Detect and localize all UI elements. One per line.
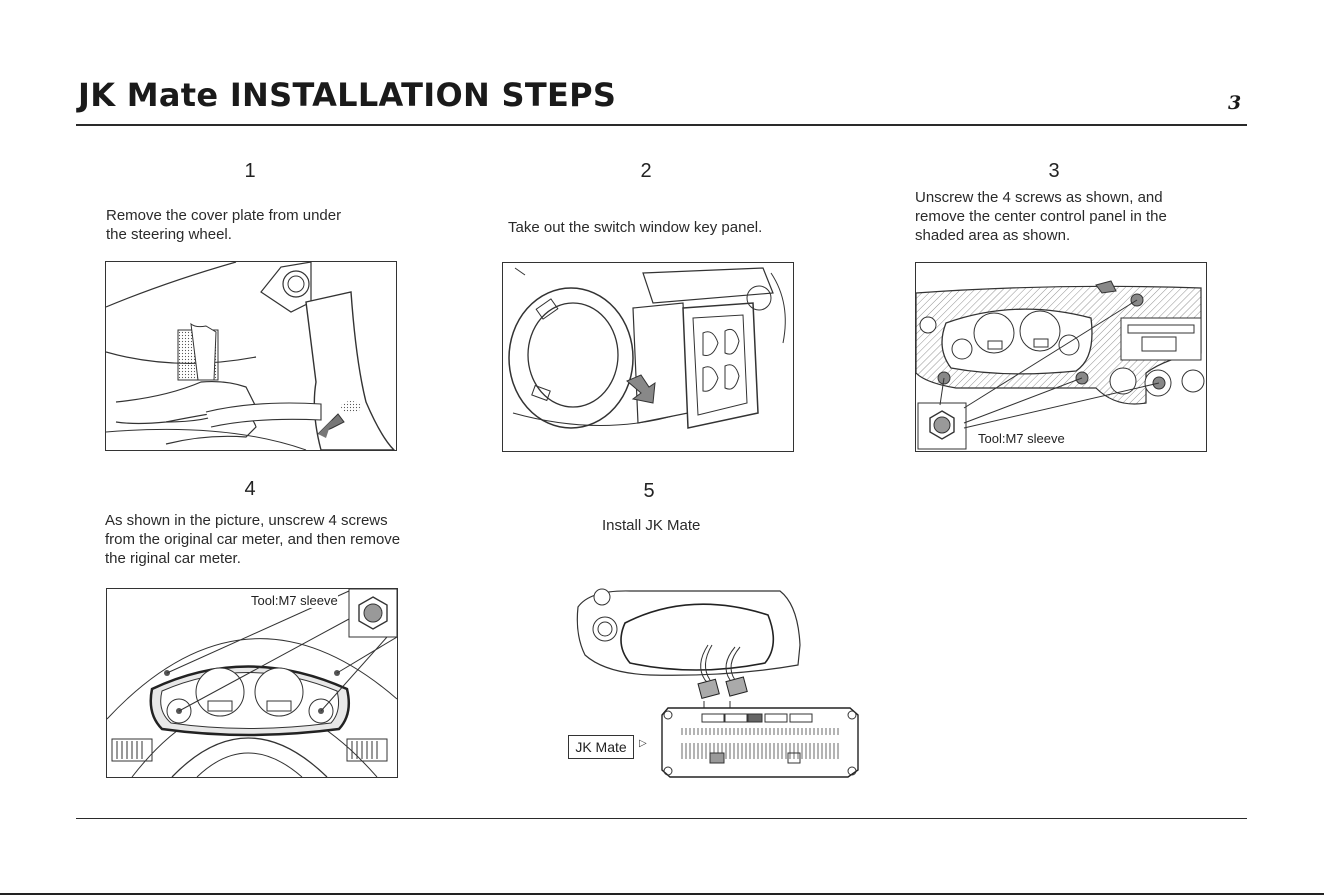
step-5-number: 5 [643, 480, 655, 502]
jk-mate-arrow-icon: ▷ [639, 738, 647, 749]
step-3-number: 3 [1048, 160, 1060, 182]
header-rule [76, 124, 1247, 126]
step-3-tool-label: Tool:M7 sleeve [978, 431, 1065, 446]
step-1-number: 1 [244, 160, 256, 182]
step-4-figure: Tool:M7 sleeve [106, 588, 398, 778]
jk-mate-device-label: JK Mate [568, 735, 634, 759]
step-3-line-2: remove the center control panel in the [915, 208, 1167, 225]
step-1-figure [105, 261, 397, 451]
step-5-line-1: Install JK Mate [602, 517, 701, 534]
page-bottom-edge [0, 893, 1324, 895]
step-1-line-2: the steering wheel. [106, 226, 232, 243]
step-4-number: 4 [244, 478, 256, 500]
step-3-figure: Tool:M7 sleeve [915, 262, 1207, 452]
step-5-figure [570, 585, 860, 785]
step-4-instructions: As shown in the picture, unscrew 4 screw… [105, 511, 400, 568]
step-1-line-1: Remove the cover plate from under [106, 207, 342, 224]
footer-rule [76, 818, 1247, 819]
step-1-instructions: Remove the cover plate from under the st… [106, 206, 341, 244]
step-2-figure [502, 262, 794, 452]
step-2-instructions: Take out the switch window key panel. [508, 218, 762, 237]
step-3-line-3: shaded area as shown. [915, 227, 1071, 244]
step-2-line-1: Take out the switch window key panel. [508, 219, 763, 236]
step-4-line-3: the riginal car meter. [105, 550, 241, 567]
step-5-instructions: Install JK Mate [602, 516, 700, 535]
step-4-tool-label: Tool:M7 sleeve [251, 593, 338, 608]
page-number: 3 [1228, 92, 1242, 114]
step-3-line-1: Unscrew the 4 screws as shown, and [915, 189, 1163, 206]
page-title: JK Mate INSTALLATION STEPS [78, 76, 617, 114]
step-2-number: 2 [640, 160, 652, 182]
step-4-line-2: from the original car meter, and then re… [105, 531, 401, 548]
step-4-line-1: As shown in the picture, unscrew 4 screw… [105, 512, 388, 529]
step-3-instructions: Unscrew the 4 screws as shown, and remov… [915, 188, 1167, 245]
